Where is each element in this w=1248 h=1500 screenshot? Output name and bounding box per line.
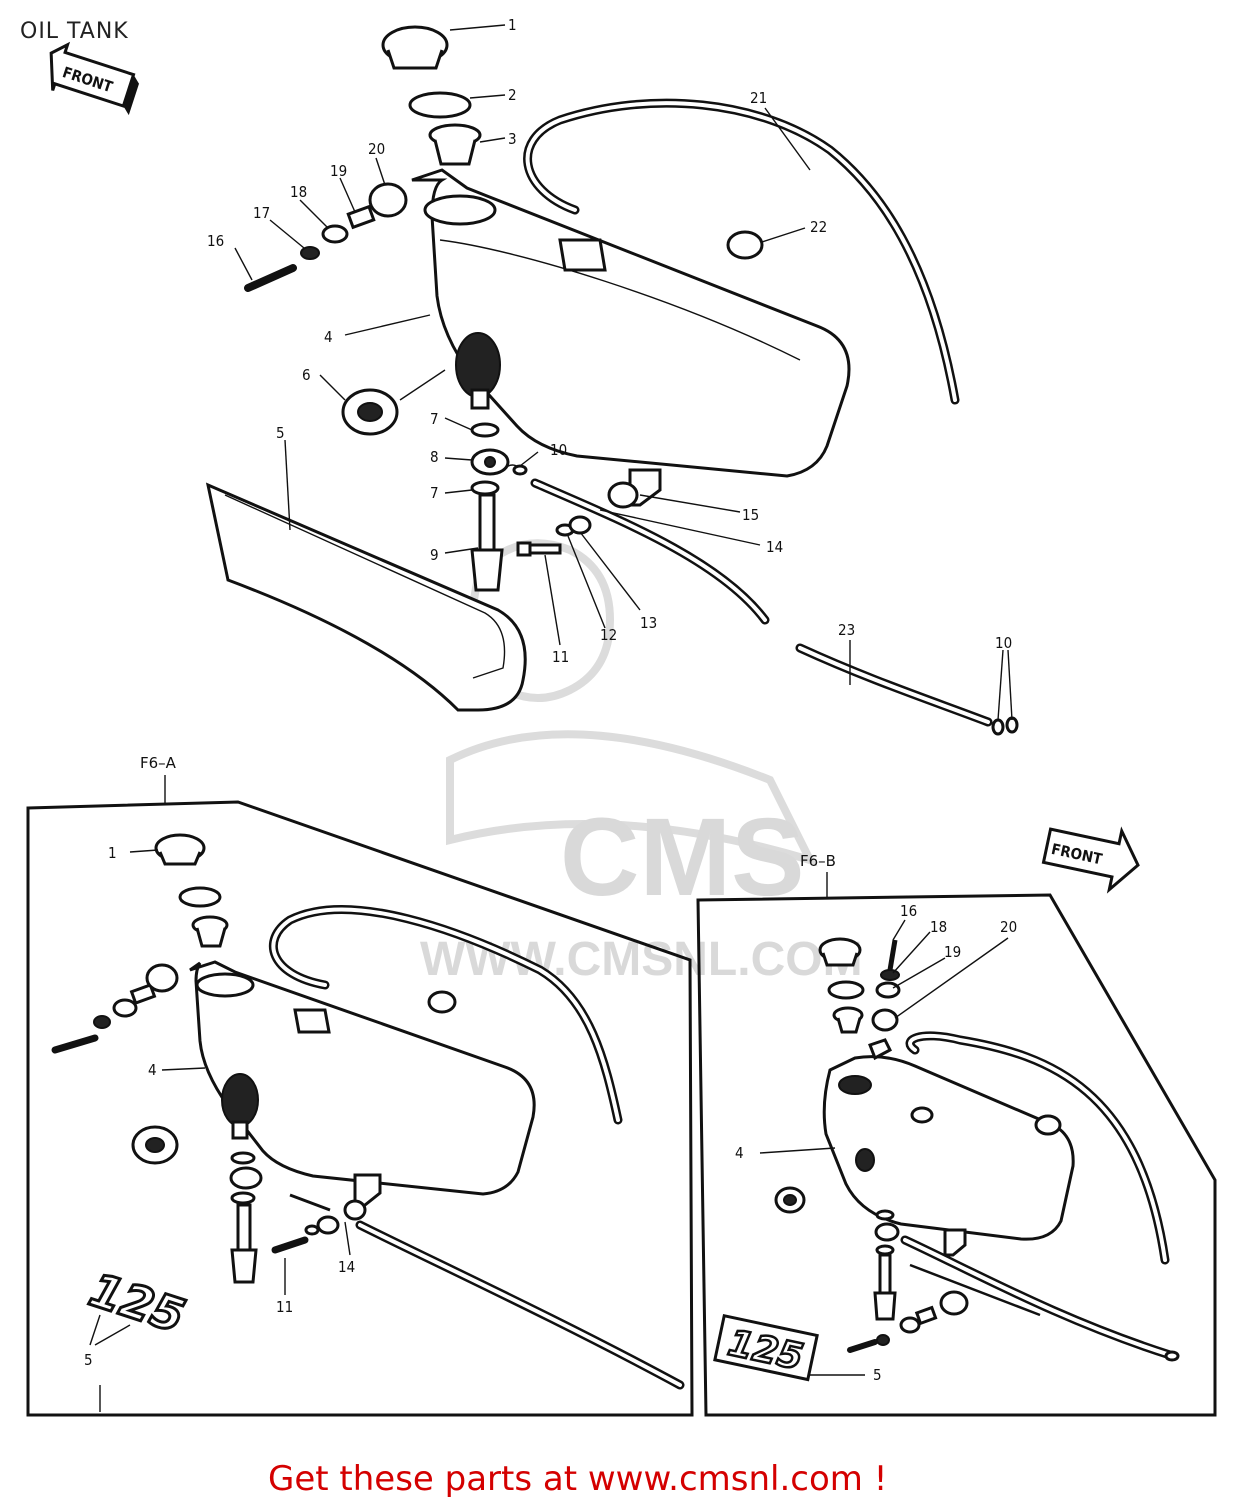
- callout: 5: [84, 1351, 93, 1369]
- callout: 19: [330, 162, 347, 180]
- callout: 13: [640, 614, 657, 632]
- part-4-oil-tank: [411, 168, 851, 478]
- part-10-clip: [512, 464, 528, 476]
- section-f6a: F6–A: [26, 754, 694, 1417]
- callout: 1: [108, 844, 117, 862]
- main-exploded-view: [205, 25, 1019, 736]
- callout: 17: [253, 204, 270, 222]
- callout: 3: [508, 130, 517, 148]
- emblem-125-text: 125: [83, 1262, 191, 1343]
- callout: 8: [430, 448, 439, 466]
- f6a-emblem-125: 125: [82, 1261, 193, 1345]
- callout: 19: [944, 943, 961, 961]
- callout: 9: [430, 546, 439, 564]
- callout: 20: [368, 140, 385, 158]
- part-3-strainer: [428, 123, 482, 166]
- callout: 6: [302, 366, 311, 384]
- part-17-washer: [300, 246, 320, 260]
- part-1-filler-cap: [381, 25, 449, 70]
- callout: 16: [207, 232, 224, 250]
- part-2-gasket: [408, 91, 472, 119]
- part-9-banjo-bolt: [470, 493, 504, 592]
- f6b-tank-assembly: [774, 937, 1180, 1362]
- callout: 11: [276, 1298, 293, 1316]
- callout: 14: [338, 1258, 355, 1276]
- front-arrow-top: FRONT: [49, 41, 139, 116]
- watermark-logo: CMS: [560, 796, 804, 919]
- part-6-grommet: [341, 388, 399, 436]
- part-22-cap: [726, 230, 764, 260]
- part-18-washer: [321, 224, 349, 244]
- callout: 7: [430, 410, 439, 428]
- f6a-tank-assembly: [51, 833, 685, 1390]
- callout: 10: [550, 441, 567, 459]
- callout: 20: [1000, 918, 1017, 936]
- f6b-emblem-125: 125: [713, 1313, 819, 1382]
- callout: 5: [873, 1366, 882, 1384]
- callout: 2: [508, 86, 517, 104]
- callout: 7: [430, 484, 439, 502]
- callout: 1: [508, 16, 517, 34]
- part-19-collar: [346, 204, 376, 230]
- part-11-bolt: [516, 541, 562, 557]
- callout: 16: [900, 902, 917, 920]
- part-20-damper: [368, 182, 408, 218]
- section-label-f6a: F6–A: [140, 754, 177, 772]
- callout: 4: [735, 1144, 744, 1162]
- front-arrow-right: FRONT: [1041, 826, 1140, 894]
- callout: 22: [810, 218, 827, 236]
- page-title: OIL TANK: [20, 19, 129, 44]
- callout: 11: [552, 648, 569, 666]
- callout: 4: [148, 1061, 157, 1079]
- part-5-side-cover: [205, 482, 527, 712]
- callout: 15: [742, 506, 759, 524]
- main-callouts: 1 2 3 4 5 6 7 8 7 9 10 11 12 13 14 15 16…: [207, 16, 1012, 666]
- callout: 4: [324, 328, 333, 346]
- part-8-banjo: [470, 448, 510, 476]
- section-f6b: F6–B: [696, 852, 1217, 1417]
- callout: 10: [995, 634, 1012, 652]
- part-15-bracket: [607, 468, 662, 509]
- callout: 14: [766, 538, 783, 556]
- part-7-washer: [470, 422, 500, 438]
- part-13-washer: [568, 515, 592, 535]
- part-16-bolt: [244, 264, 297, 292]
- section-label-f6b: F6–B: [800, 852, 836, 870]
- footer-promo[interactable]: Get these parts at www.cmsnl.com !: [268, 1459, 887, 1499]
- callout: 18: [290, 183, 307, 201]
- callout: 5: [276, 424, 285, 442]
- callout: 18: [930, 918, 947, 936]
- callout: 12: [600, 626, 617, 644]
- callout: 23: [838, 621, 855, 639]
- callout: 21: [750, 89, 767, 107]
